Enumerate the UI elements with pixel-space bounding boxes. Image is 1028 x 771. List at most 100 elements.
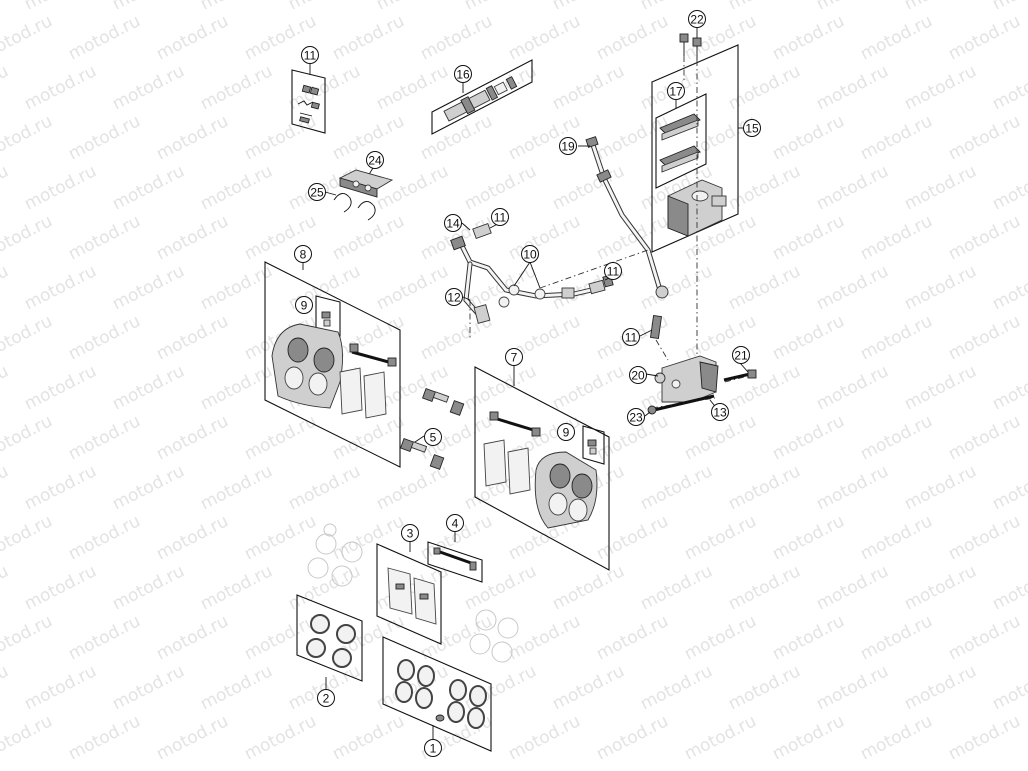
watermark-text: motod.ru [857,111,936,164]
watermark-text: motod.ru [637,261,716,314]
watermark-text: motod.ru [593,511,672,564]
callout-9-right: 9 [557,423,575,441]
watermark-text: motod.ru [0,711,56,764]
watermark-text: motod.ru [945,111,1024,164]
callout-9-right-label: 9 [563,426,570,440]
callout-14: 14 [444,214,462,232]
watermark-text: motod.ru [109,261,188,314]
watermark-text: motod.ru [945,411,1024,464]
part-7-right-caliper [474,365,610,571]
callout-17-label: 17 [669,85,683,99]
watermark-text: motod.ru [725,61,804,114]
watermark-text: motod.ru [505,711,584,764]
watermark-text: motod.ru [637,461,716,514]
watermark-text: motod.ru [637,661,716,714]
callout-11-low-label: 11 [625,331,638,345]
part-11-kit-group [291,63,326,134]
callout-11-mid: 11 [604,262,622,280]
watermark-text: motod.ru [329,711,408,764]
watermark-text: motod.ru [505,211,584,264]
part-1-seal-set [382,636,492,752]
callout-20: 20 [629,366,647,384]
callout-1: 1 [424,739,442,757]
watermark-text: motod.ru [0,611,56,664]
watermark-text: motod.ru [0,361,12,414]
part-3-brake-pads [376,541,442,645]
watermark-text: motod.ru [901,461,980,514]
part-8-left-caliper [264,261,401,468]
watermark-text: motod.ru [989,361,1028,414]
watermark-text: motod.ru [0,0,12,14]
watermark-text: motod.ru [593,211,672,264]
callout-15-label: 15 [745,122,759,136]
watermark-text: motod.ru [153,311,232,364]
watermark-text: motod.ru [0,161,12,214]
watermark-text: motod.ru [857,211,936,264]
watermark-text: motod.ru [241,711,320,764]
watermark-text: motod.ru [901,61,980,114]
watermark-text: motod.ru [989,261,1028,314]
watermark-text: motod.ru [197,661,276,714]
watermark-text: motod.ru [21,461,100,514]
watermark-text: motod.ru [549,661,628,714]
callout-1-label: 1 [430,742,437,756]
watermark-text: motod.ru [21,661,100,714]
watermark-text: motod.ru [813,0,892,14]
watermark-text: motod.ru [505,111,584,164]
watermark-text: motod.ru [373,161,452,214]
callout-19: 19 [559,137,577,155]
watermark-text: motod.ru [153,611,232,664]
watermark-text: motod.ru [989,461,1028,514]
watermark-text: motod.ru [813,161,892,214]
watermark-text: motod.ru [109,461,188,514]
watermark-text: motod.ru [21,361,100,414]
watermark-text: motod.ru [65,411,144,464]
callout-25-label: 25 [310,186,324,200]
watermark-text: motod.ru [0,61,12,114]
watermark-text: motod.ru [857,11,936,64]
watermark-text: motod.ru [65,11,144,64]
callout-16-label: 16 [456,68,470,82]
watermark-text: motod.ru [109,561,188,614]
callout-7: 7 [505,348,523,366]
callout-12-label: 12 [447,291,461,305]
watermark-text: motod.ru [0,311,56,364]
watermark-text: motod.ru [373,561,452,614]
watermark-text: motod.ru [153,511,232,564]
watermark-text: motod.ru [813,261,892,314]
part-15-master-cylinder [651,33,744,253]
callout-3-label: 3 [407,527,414,541]
watermark-text: motod.ru [0,411,56,464]
watermark-text: motod.ru [945,211,1024,264]
watermark-text: motod.ru [681,611,760,664]
watermark-text: motod.ru [549,0,628,14]
watermark-text: motod.ru [285,0,364,14]
watermark-text: motod.ru [65,711,144,764]
watermark-text: motod.ru [549,61,628,114]
watermark-text: motod.ru [65,111,144,164]
watermark-text: motod.ru [769,311,848,364]
callout-9-left-label: 9 [301,299,308,313]
watermark-text: motod.ru [417,11,496,64]
watermark-text: motod.ru [901,361,980,414]
callout-23-label: 23 [629,411,643,425]
watermark-text: motod.ru [285,461,364,514]
part-5-bolts [400,388,465,470]
watermark-text: motod.ru [901,661,980,714]
watermark-text: motod.ru [769,111,848,164]
watermark-text: motod.ru [0,261,12,314]
watermark-text: motod.ru [901,161,980,214]
watermark-text: motod.ru [769,611,848,664]
callout-11-mid-label: 11 [607,265,620,279]
watermark-text: motod.ru [329,511,408,564]
watermark-text: motod.ru [769,11,848,64]
watermark-text: motod.ru [945,11,1024,64]
watermark-text: motod.ru [945,511,1024,564]
watermark-text: motod.ru [593,111,672,164]
watermark-text: motod.ru [593,711,672,764]
watermark-text: motod.ru [769,711,848,764]
watermark-text: motod.ru [65,511,144,564]
watermark-text: motod.ru [241,411,320,464]
callout-10: 10 [521,245,539,263]
